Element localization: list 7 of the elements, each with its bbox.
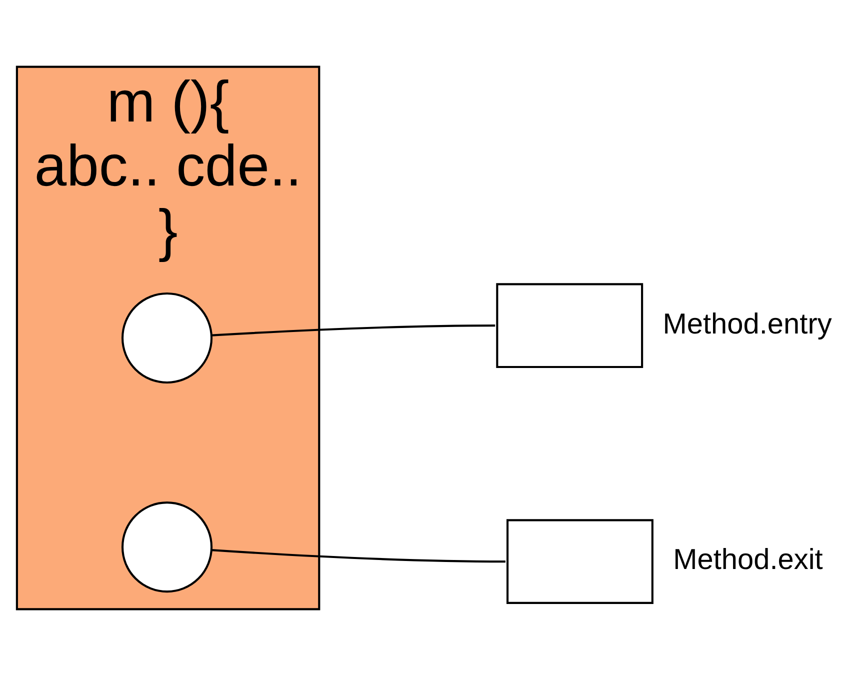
node-label: Method.entry — [662, 308, 832, 340]
connector — [211, 548, 506, 562]
cluster: m (){ abc.. cde.. } — [16, 65, 320, 610]
node-circle — [121, 292, 213, 384]
node-circle — [121, 501, 213, 592]
connector — [212, 324, 496, 336]
node-label: Method.exit — [673, 544, 823, 576]
